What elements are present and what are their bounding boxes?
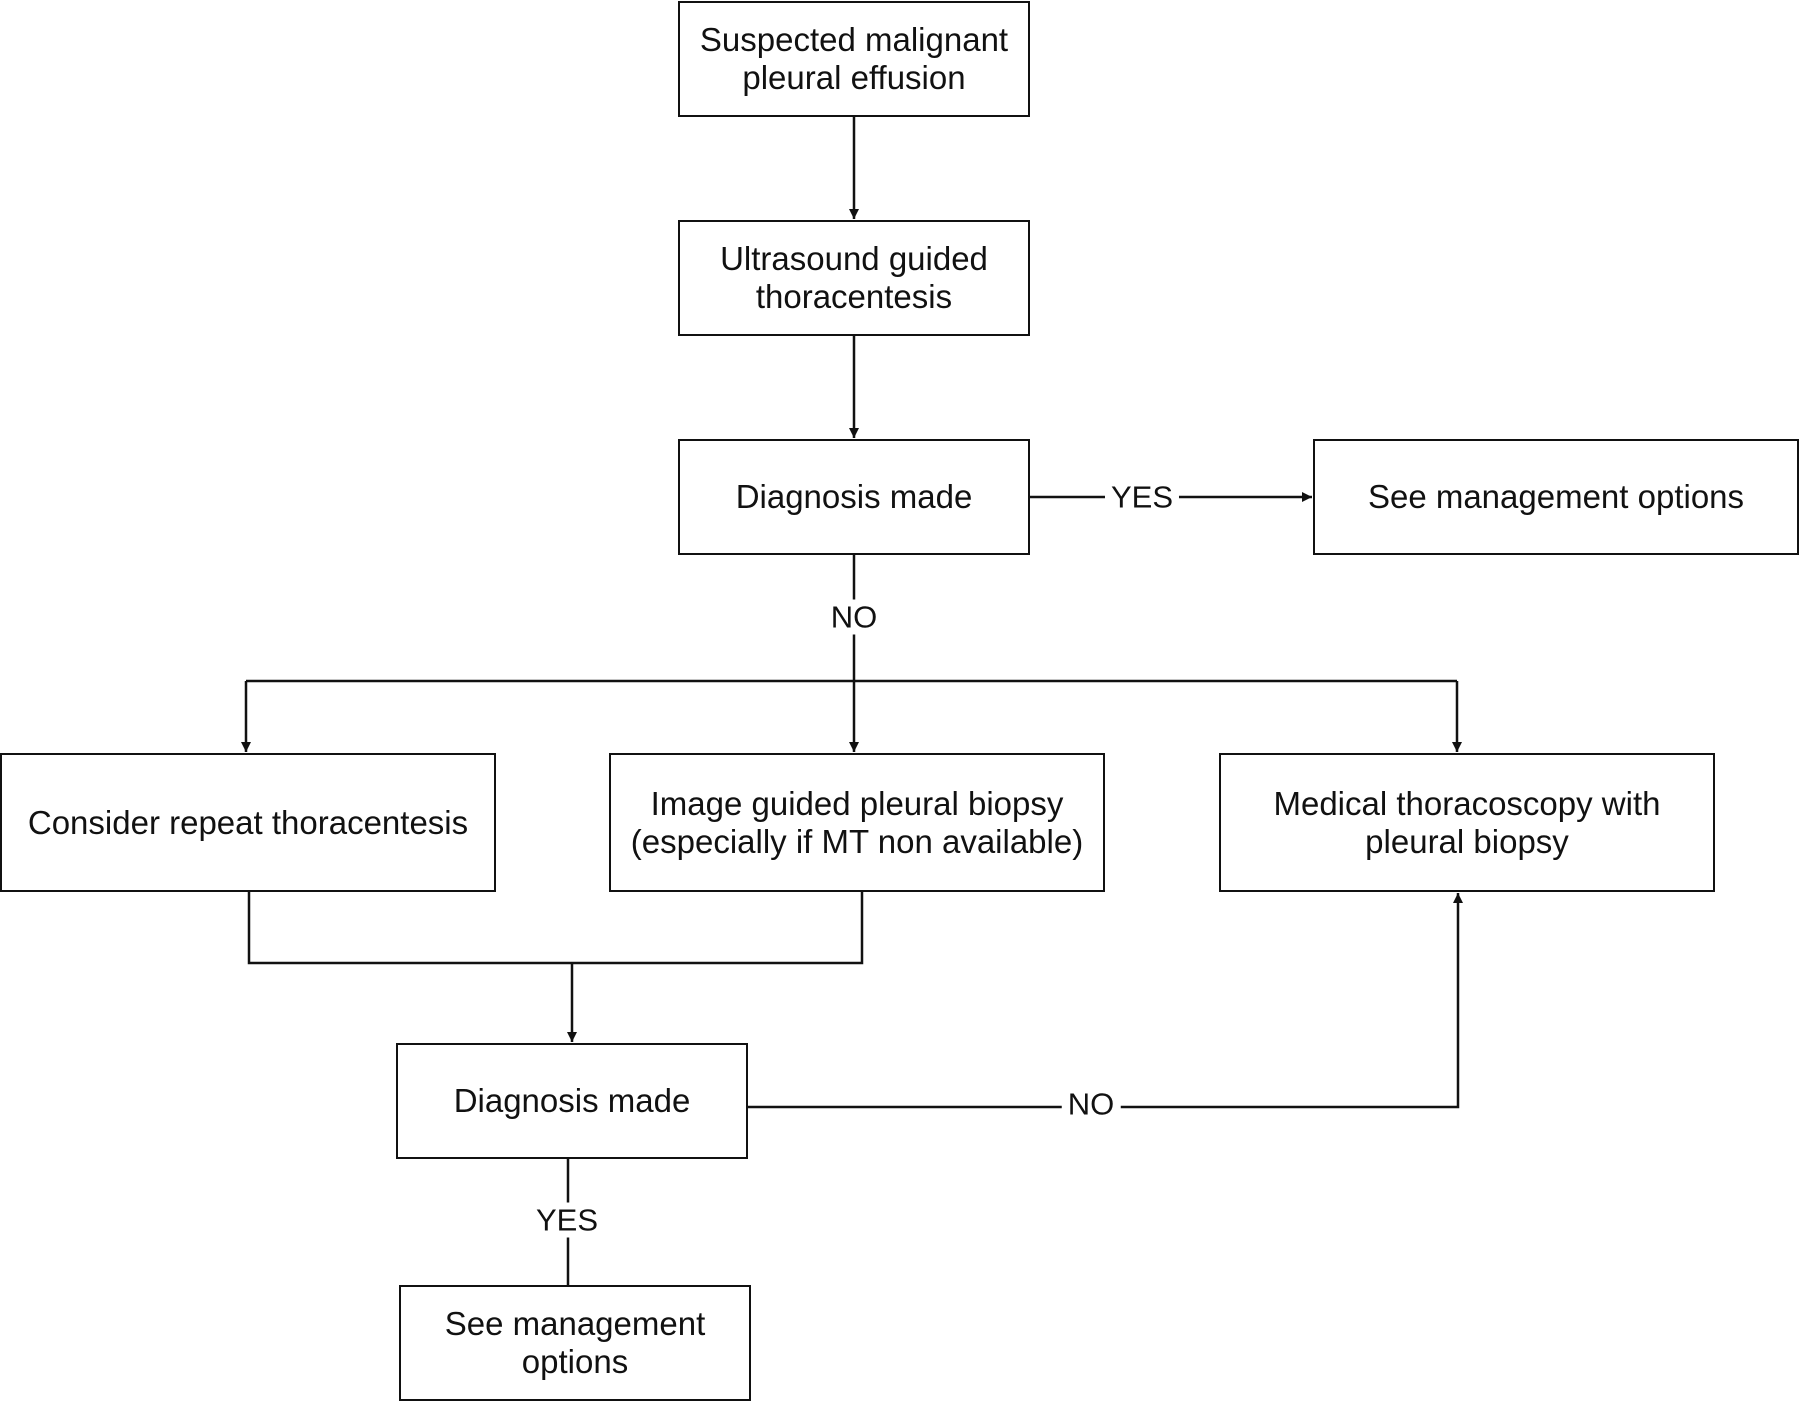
edge-label-diagnosis2-yes: YES [529,1202,605,1238]
edge-label-diagnosis1-no: NO [824,599,884,635]
node-label: Consider repeat thoracentesis [27,803,469,841]
node-label: Image guided pleural biopsy (especially … [630,784,1084,860]
arrow-diagnosis-no-to-thoracoscopy [748,893,1463,1109]
node-management-options-1: See management options [1313,439,1799,555]
node-diagnosis-made-1: Diagnosis made [678,439,1030,555]
edge-label-diagnosis1-yes: YES [1104,479,1180,515]
node-medical-thoracoscopy: Medical thoracoscopy with pleural biopsy [1219,753,1715,892]
node-label: See management options [444,1305,706,1380]
node-label: Ultrasound guided thoracentesis [720,240,988,315]
node-label: See management options [1367,478,1745,516]
node-repeat-thoracentesis: Consider repeat thoracentesis [0,753,496,892]
node-label: Diagnosis made [735,478,973,516]
node-suspected-effusion: Suspected malignant pleural effusion [678,1,1030,117]
node-diagnosis-made-2: Diagnosis made [396,1043,748,1159]
node-ultrasound-thoracentesis: Ultrasound guided thoracentesis [678,220,1030,336]
node-image-guided-biopsy: Image guided pleural biopsy (especially … [609,753,1105,892]
node-label: Diagnosis made [453,1082,691,1120]
line-merge-repeat-and-biopsy [247,892,864,965]
node-management-options-2: See management options [399,1285,751,1401]
node-label: Suspected malignant pleural effusion [699,21,1009,96]
node-label: Medical thoracoscopy with pleural biopsy [1273,784,1661,860]
edge-label-diagnosis2-no: NO [1061,1086,1121,1122]
